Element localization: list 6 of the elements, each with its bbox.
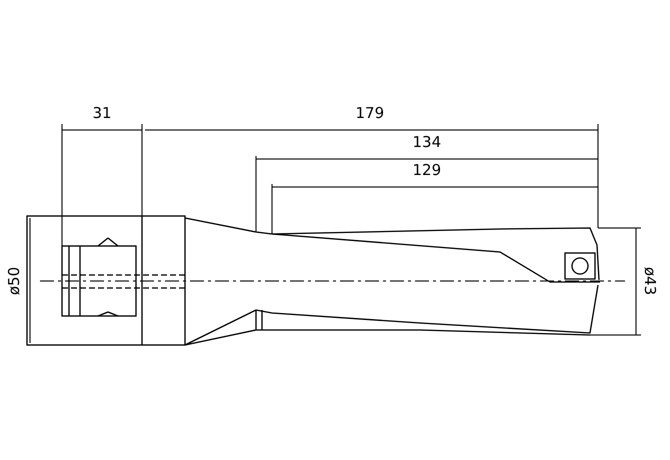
- dimension-label: 129: [412, 162, 442, 178]
- dimension-label: ø43: [642, 266, 658, 296]
- dimension-label: 31: [92, 105, 112, 121]
- dimension-label: 179: [356, 105, 384, 121]
- dimension-label: ø50: [6, 266, 22, 296]
- dimension-label: 134: [412, 134, 442, 150]
